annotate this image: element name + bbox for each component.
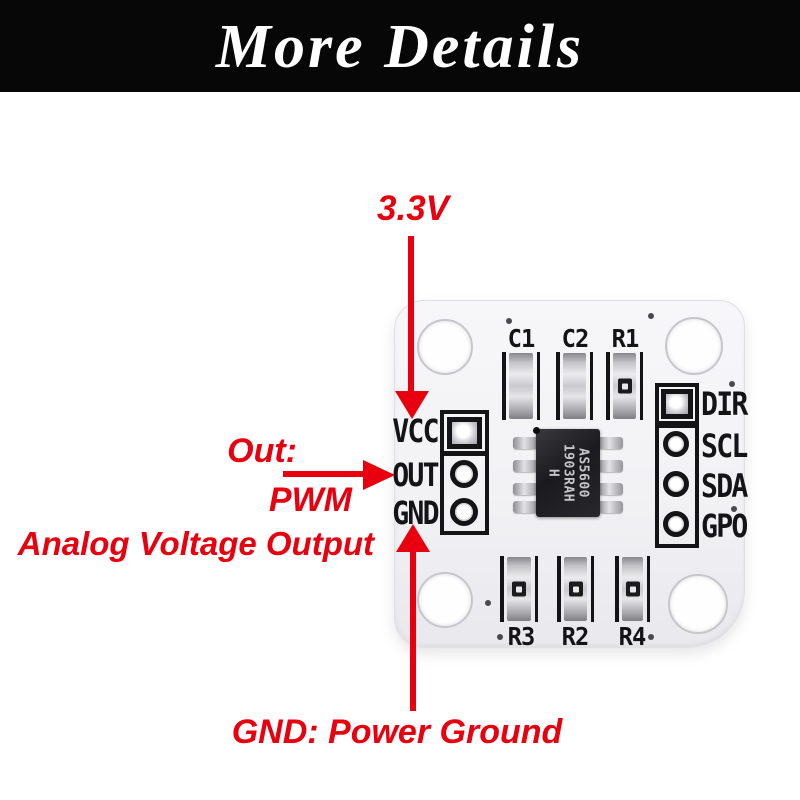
mount-hole-top-left xyxy=(417,319,473,375)
component-r3 xyxy=(500,556,538,622)
pin-label-scl: SCL xyxy=(701,427,748,465)
ic-pin xyxy=(598,460,623,472)
ic-marking-line1: AS5600 xyxy=(575,448,591,498)
fiducial-dot xyxy=(731,506,737,512)
silkscreen-rail xyxy=(589,352,593,420)
silkscreen-rail xyxy=(500,556,504,622)
callout-out-title: Out: xyxy=(227,432,297,470)
silkscreen-rail xyxy=(534,556,538,622)
silkscreen-rail xyxy=(646,556,650,622)
mount-hole-top-right xyxy=(665,317,723,375)
ic-pin xyxy=(513,437,538,449)
capacitor-body xyxy=(509,353,533,419)
resistor-marking xyxy=(568,581,583,597)
silkscreen-rail xyxy=(536,352,540,420)
ic-marking-line3: H xyxy=(545,468,561,478)
gpo-pad xyxy=(663,511,689,537)
gnd-pad xyxy=(450,498,478,526)
resistor-marking xyxy=(625,581,640,597)
component-r2 xyxy=(557,556,594,622)
component-label-r1: R1 xyxy=(611,324,640,353)
component-r4 xyxy=(615,556,650,622)
pin-label-vcc: VCC xyxy=(392,412,439,450)
arrow-right-icon xyxy=(363,460,395,490)
left-header-outline xyxy=(440,452,489,535)
pin1-marker-dot xyxy=(533,427,540,434)
pin-label-gpo: GPO xyxy=(701,507,748,545)
silkscreen-rail xyxy=(615,556,619,622)
resistor-body xyxy=(622,557,643,621)
arrow-down-icon xyxy=(395,391,429,419)
arrow-shaft-vcc xyxy=(408,236,414,393)
vcc-pad xyxy=(447,417,482,449)
ic-pin xyxy=(598,501,623,513)
arrow-up-icon xyxy=(396,524,430,552)
resistor-body xyxy=(507,557,531,621)
scl-pad xyxy=(663,431,689,457)
resistor-body xyxy=(613,353,636,419)
capacitor-body xyxy=(563,353,586,419)
right-header-dir-outline xyxy=(655,383,699,425)
component-label-c1: C1 xyxy=(507,324,536,353)
callout-out-analog: Analog Voltage Output xyxy=(17,525,374,562)
mount-hole-bottom-left xyxy=(417,572,473,628)
pin-label-out: OUT xyxy=(392,456,439,494)
pin-label-sda: SDA xyxy=(701,467,748,505)
silkscreen-rail xyxy=(557,556,561,622)
pin-label-gnd: GND xyxy=(392,494,439,532)
dir-pad xyxy=(661,389,693,419)
header-banner: More Details xyxy=(0,0,800,92)
component-r1 xyxy=(606,352,643,420)
fiducial-dot xyxy=(648,313,654,319)
sda-pad xyxy=(663,471,689,497)
ic-marking-line2: 1903RAH xyxy=(560,443,576,503)
fiducial-dot xyxy=(729,381,735,387)
ic-pin xyxy=(513,460,538,472)
out-pad xyxy=(450,460,478,488)
silkscreen-rail xyxy=(502,352,506,420)
component-label-r3: R3 xyxy=(507,622,536,651)
resistor-marking xyxy=(617,378,632,394)
fiducial-dot xyxy=(506,318,512,324)
ic-package xyxy=(536,429,600,517)
callout-vcc-voltage: 3.3V xyxy=(377,189,449,228)
callout-gnd: GND: Power Ground xyxy=(231,713,563,751)
silkscreen-rail xyxy=(556,352,560,420)
silkscreen-rail xyxy=(606,352,610,420)
arrow-shaft-gnd xyxy=(410,550,416,711)
ic-pin xyxy=(598,483,623,495)
fiducial-dot xyxy=(648,634,654,640)
pin-label-dir: DIR xyxy=(701,385,748,423)
ic-pin xyxy=(513,483,538,495)
ic-pin xyxy=(598,437,623,449)
ic-chip: AS5600 1903RAH H xyxy=(512,427,624,519)
fiducial-dot xyxy=(497,634,503,640)
page-title: More Details xyxy=(215,13,585,81)
right-header-outline xyxy=(655,424,699,548)
ic-pin xyxy=(513,501,538,513)
ic-marking: AS5600 1903RAH H xyxy=(546,444,591,502)
component-label-c2: C2 xyxy=(561,324,590,353)
fiducial-dot xyxy=(485,600,491,606)
resistor-marking xyxy=(512,581,526,597)
callout-out-pwm: PWM xyxy=(268,481,352,519)
component-c1 xyxy=(502,352,540,420)
component-label-r4: R4 xyxy=(618,622,647,651)
component-c2 xyxy=(556,352,593,420)
arrow-shaft-out xyxy=(283,471,365,477)
mount-hole-bottom-right xyxy=(668,574,728,634)
resistor-body xyxy=(564,557,587,621)
silkscreen-rail xyxy=(639,352,643,420)
silkscreen-rail xyxy=(590,556,594,622)
component-label-r2: R2 xyxy=(561,622,590,651)
